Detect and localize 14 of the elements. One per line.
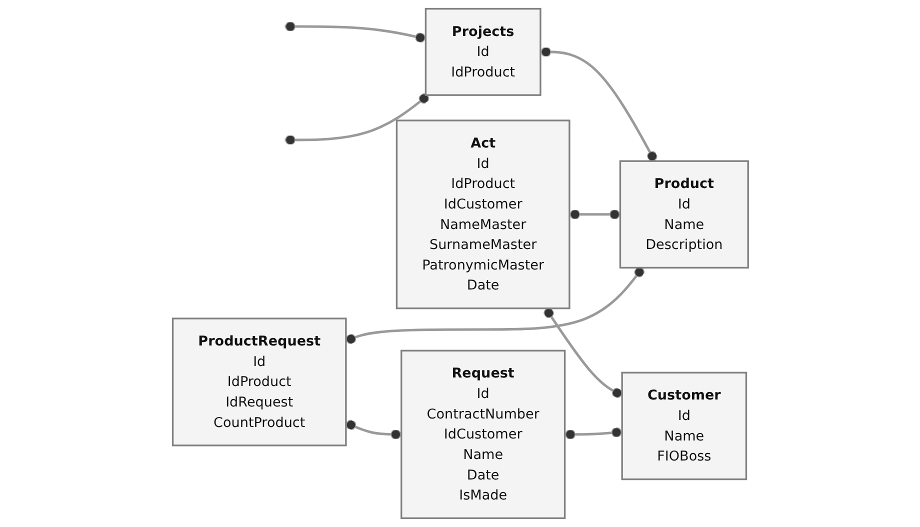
node-box: Customer Id Name FIOBoss	[620, 372, 747, 480]
node-box: Act Id IdProduct IdCustomer NameMaster SurnameMaster PatronymicMaster Date	[395, 120, 570, 310]
connector	[284, 21, 426, 43]
connector	[540, 46, 657, 162]
node-box: ProductRequest Id IdProduct IdRequest CountProduct	[171, 318, 346, 446]
connector	[344, 420, 401, 440]
node-box: Projects Id IdProduct	[424, 8, 541, 96]
connector	[564, 427, 622, 440]
node-box: Product Id Name Description	[618, 160, 748, 269]
connector	[569, 209, 620, 220]
connector	[284, 93, 429, 146]
connector	[344, 266, 644, 344]
connector	[543, 308, 622, 398]
node-box: Request Id ContractNumber IdCustomer Name Date IsMade	[400, 350, 566, 520]
